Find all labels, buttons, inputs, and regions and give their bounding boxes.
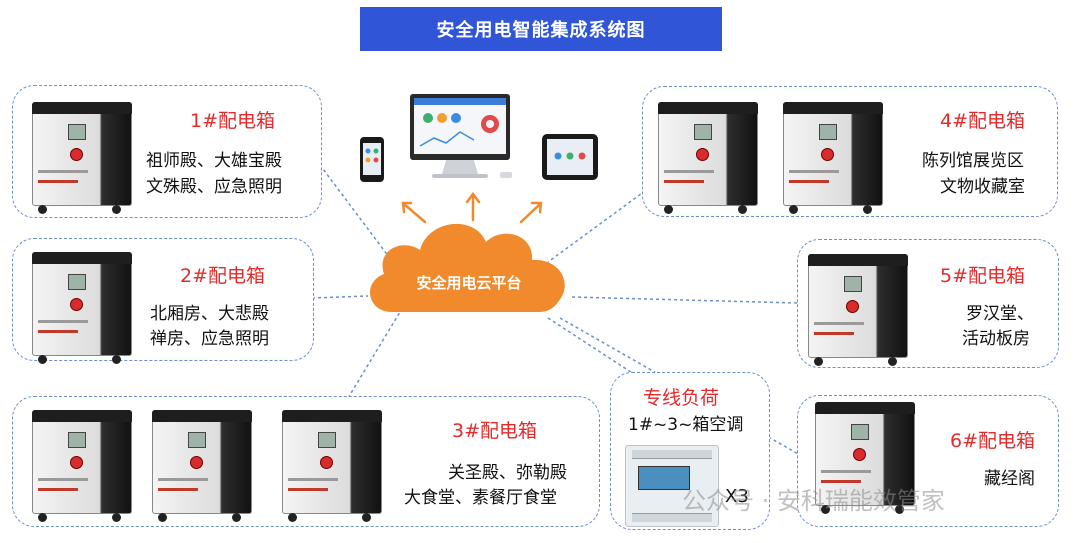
monitor-icon	[410, 94, 512, 178]
tablet-icon	[542, 134, 598, 180]
box-4-location-line2: 文物收藏室	[940, 177, 1025, 197]
link-box1	[319, 164, 396, 266]
box-2-label: 2#配电箱	[180, 265, 266, 287]
link-box5	[571, 296, 798, 304]
cabinet-icon	[658, 102, 758, 214]
cloud-platform-icon	[370, 223, 565, 312]
box-3-location-line2: 大食堂、素餐厅食堂	[404, 488, 557, 508]
cabinet-icon	[815, 402, 915, 514]
cloud-platform-label: 安全用电云平台	[416, 274, 522, 292]
cabinet-icon	[282, 410, 382, 522]
box-6-location-line1: 藏经阁	[984, 469, 1035, 489]
box-1-location-line1: 祖师殿、大雄宝殿	[146, 151, 282, 171]
meter-quantity: X3	[725, 486, 749, 507]
box-1-label: 1#配电箱	[190, 110, 276, 132]
cabinet-icon	[783, 102, 883, 214]
arrow-right	[519, 202, 542, 224]
energy-meter-icon	[625, 445, 719, 527]
box-2-location-line1: 北厢房、大悲殿	[150, 304, 269, 324]
box-5-location-line2: 活动板房	[962, 329, 1030, 349]
page-title: 安全用电智能集成系统图	[360, 7, 722, 51]
link-box4	[547, 179, 661, 263]
box-3-location-line1: 关圣殿、弥勒殿	[448, 463, 567, 483]
box-1-location-line2: 文殊殿、应急照明	[146, 177, 282, 197]
phone-icon	[360, 137, 384, 182]
watermark: 公众号 · 安科瑞能效管家	[682, 487, 945, 515]
arrow-left	[402, 202, 427, 224]
box-3-label: 3#配电箱	[452, 420, 538, 442]
cabinet-icon	[808, 254, 908, 366]
box-2-location-line2: 禅房、应急照明	[150, 329, 269, 349]
cabinet-icon	[32, 252, 132, 364]
link-box3	[344, 311, 401, 404]
box-4-label: 4#配电箱	[940, 110, 1026, 132]
box-5-label: 5#配电箱	[940, 265, 1026, 287]
link-box2	[311, 295, 369, 299]
cabinet-icon	[32, 102, 132, 214]
special-load-title: 专线负荷	[643, 387, 720, 409]
box-5-location-line1: 罗汉堂、	[966, 304, 1034, 324]
box-6-label: 6#配电箱	[950, 430, 1036, 452]
link-special	[547, 317, 641, 379]
box-4-location-line1: 陈列馆展览区	[922, 151, 1024, 171]
special-load-subtitle: 1#~3~箱空调	[628, 415, 744, 435]
cabinet-icon	[32, 410, 132, 522]
cabinet-icon	[152, 410, 252, 522]
